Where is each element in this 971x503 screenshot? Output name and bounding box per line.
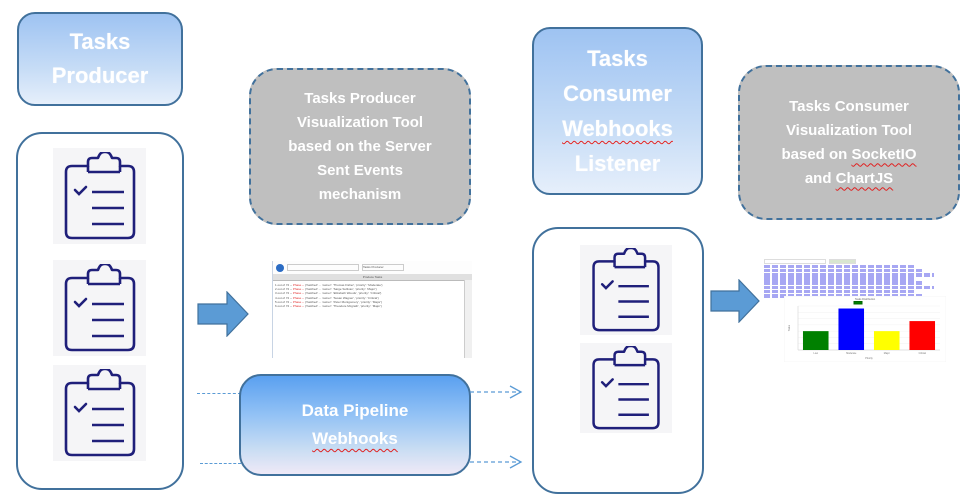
- consumer-task-1: [580, 245, 672, 335]
- producer-viz-line-5: mechanism: [318, 185, 402, 203]
- chart-bar: [802, 331, 829, 350]
- x-tick-label: Critical: [919, 352, 927, 355]
- tasks-consumer-title-line-1: Tasks: [587, 46, 648, 71]
- log-row-text: {'hatched' ... 'owner': 'Theodore Mcgrat…: [305, 303, 382, 308]
- pipeline-input-line-bottom: [200, 463, 241, 464]
- consumer-viz-line-3-text: based on SocketIO: [781, 145, 917, 163]
- pipeline-line-2: Webhooks: [312, 429, 398, 448]
- spell-flag: ChartJS: [835, 169, 894, 187]
- x-tick-label: Low: [814, 352, 819, 355]
- browser-tab: Tasks Producer: [362, 264, 404, 271]
- browser-address-bar: [287, 264, 359, 271]
- log-row-index: 6 out of 72 --: [275, 303, 293, 308]
- producer-visualization-screenshot: Tasks Producer Produce Tasks 1 out of 72…: [272, 261, 472, 358]
- log-row-tag: Phase --: [292, 295, 306, 300]
- tasks-producer-title-line-2: Producer: [51, 63, 149, 88]
- arrow-right-icon: [710, 279, 760, 323]
- log-row: [764, 285, 934, 290]
- spell-flag: SocketIO: [851, 145, 917, 163]
- tasks-consumer-title-line-2: Consumer: [563, 81, 672, 106]
- pipeline-input-line-top: [197, 393, 241, 394]
- log-row-tag: Phase --: [292, 291, 306, 296]
- pipeline-output-arrow-top: [470, 385, 523, 399]
- log-row: [764, 289, 914, 294]
- x-axis-label: Priority: [865, 357, 873, 360]
- consumer-visualization-description: Tasks Consumer Visualization Tool based …: [738, 65, 960, 220]
- log-row: [764, 272, 934, 277]
- log-row-tag: Phase --: [292, 283, 306, 287]
- browser-tab: [829, 258, 856, 264]
- log-row: 5 out of 72 -- Phase -- {'hatched' ... '…: [275, 300, 463, 304]
- log-row-tag: Phase --: [292, 287, 306, 292]
- log-row-text: {'hatched' ... 'owner': 'Elizabeth Woods…: [305, 291, 382, 296]
- log-row: 1 out of 72 -- Phase -- {'hatched' ... '…: [275, 283, 463, 287]
- producer-viz-line-1: Tasks Producer: [304, 89, 416, 107]
- clipboard-checklist-icon: [64, 369, 135, 457]
- log-row-text: {'hatched' ... 'owner': 'Susan Wagner', …: [305, 295, 379, 300]
- pipeline-line-1: Data Pipeline: [301, 401, 409, 420]
- clipboard-checklist-icon: [592, 346, 660, 430]
- tasks-consumer-title-line-3: Webhooks: [562, 116, 673, 141]
- tasks-producer-title-line-1: Tasks: [69, 29, 131, 54]
- legend-swatch: [853, 301, 863, 305]
- producer-viz-line-2: Visualization Tool: [296, 113, 424, 131]
- log-row-tag: Phase --: [292, 299, 306, 304]
- log-row: [764, 293, 924, 298]
- consumer-viz-line-3: based on SocketIO: [781, 143, 916, 167]
- scrollbar[interactable]: [464, 280, 472, 358]
- log-row-text: {'hatched' ... 'owner': 'Sarge Sullivan'…: [305, 287, 377, 292]
- log-row-index: 1 out of 72 --: [275, 283, 293, 287]
- tasks-consumer-title-line-4: Listener: [574, 151, 661, 176]
- log-row-text: {'hatched' ... 'owner': 'Peter Montgomer…: [305, 299, 382, 304]
- log-row: [764, 264, 914, 269]
- producer-task-1: [53, 148, 146, 244]
- browser-address-bar: [764, 258, 826, 264]
- clipboard-checklist-icon: [64, 152, 135, 240]
- producer-task-3: [53, 365, 146, 461]
- producer-task-2: [53, 260, 146, 356]
- log-row: [764, 277, 914, 281]
- pipeline-output-arrow-bottom: [470, 455, 523, 469]
- log-row-text: {'hatched' ... 'owner': 'Thomas Fisher',…: [305, 283, 383, 287]
- clipboard-checklist-icon: [64, 264, 135, 352]
- log-row-index: 5 out of 72 --: [275, 299, 293, 304]
- log-row-tag: Phase --: [292, 303, 306, 308]
- log-row: 4 out of 72 -- Phase -- {'hatched' ... '…: [275, 296, 463, 300]
- producer-viz-line-3: based on the Server: [288, 137, 432, 155]
- log-row-index: 3 out of 72 --: [275, 291, 293, 296]
- log-row: 3 out of 72 -- Phase -- {'hatched' ... '…: [275, 291, 463, 295]
- consumer-viz-line-4: and ChartJS: [805, 167, 893, 191]
- log-row: 2 out of 72 -- Phase -- {'hatched' ... '…: [275, 287, 463, 291]
- consumer-viz-line-1: Tasks Consumer: [789, 97, 909, 115]
- log-row: [764, 268, 924, 273]
- y-axis-label: Tasks: [788, 324, 791, 331]
- consumer-log-rows: [762, 264, 968, 298]
- data-pipeline-webhooks-box: Data Pipeline Webhooks: [239, 374, 471, 476]
- producer-visualization-description: Tasks Producer Visualization Tool based …: [249, 68, 471, 225]
- tasks-producer-title-box: Tasks Producer: [17, 12, 183, 106]
- chart-title: Tasks Distribution: [855, 297, 876, 301]
- consumer-viz-line-4-text: and ChartJS: [804, 169, 894, 187]
- x-tick-label: Moderate: [846, 352, 857, 355]
- browser-back-icon: [276, 263, 284, 272]
- log-row-index: 2 out of 72 --: [275, 287, 293, 292]
- tasks-consumer-title-box: Tasks Consumer Webhooks Listener: [532, 27, 703, 195]
- consumer-task-2: [580, 343, 672, 433]
- chart-bar: [909, 321, 936, 350]
- producer-log-rows: 1 out of 72 -- Phase -- {'hatched' ... '…: [273, 281, 465, 310]
- log-row: 6 out of 72 -- Phase -- {'hatched' ... '…: [275, 304, 463, 308]
- log-row: [764, 281, 924, 285]
- log-row-index: 4 out of 72 --: [275, 295, 293, 300]
- clipboard-checklist-icon: [592, 248, 660, 332]
- chart-bar: [838, 308, 865, 350]
- arrow-right-icon: [197, 291, 249, 337]
- producer-viz-line-4: Sent Events: [317, 161, 403, 179]
- consumer-viz-line-2: Visualization Tool: [785, 121, 913, 139]
- produce-tasks-header: Produce Tasks: [273, 274, 472, 281]
- x-tick-label: Major: [884, 352, 890, 355]
- chart-bar: [873, 331, 900, 350]
